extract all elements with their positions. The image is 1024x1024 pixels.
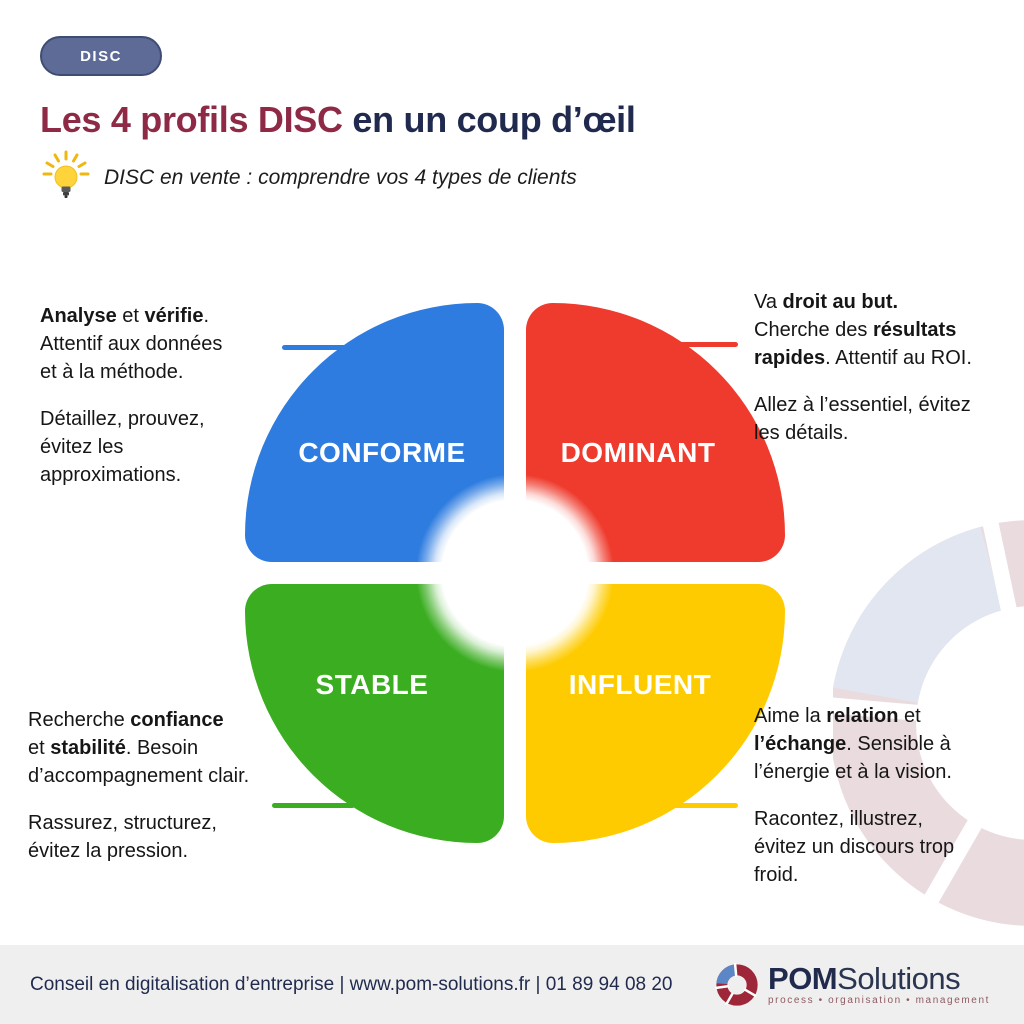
logo-text-column: POM Solutions process • organisation • m… bbox=[768, 960, 990, 1006]
stable-connector-line bbox=[272, 803, 355, 808]
conforme-connector-line bbox=[282, 345, 365, 350]
disc-quadrant-diagram: CONFORME DOMINANT STABLE INFLUENT bbox=[245, 303, 785, 843]
pom-logo-icon bbox=[715, 962, 758, 1006]
subtitle-row: DISC en vente : comprendre vos 4 types d… bbox=[42, 150, 577, 206]
dominant-connector-line bbox=[655, 342, 738, 347]
footer-contact-text: Conseil en digitalisation d’entreprise |… bbox=[30, 973, 673, 995]
page-title-rest: en un coup d’œil bbox=[342, 99, 636, 140]
disc-badge-label: DISC bbox=[80, 47, 122, 65]
logo-solutions-text: Solutions bbox=[837, 960, 961, 996]
influent-label: INFLUENT bbox=[568, 669, 712, 700]
logo-wordmark: POM Solutions bbox=[768, 960, 990, 996]
pom-solutions-logo: POM Solutions process • organisation • m… bbox=[714, 962, 990, 1008]
diagram-center-hole bbox=[415, 473, 615, 673]
dominant-label: DOMINANT bbox=[560, 437, 716, 468]
footer-bar: Conseil en digitalisation d’entreprise |… bbox=[0, 945, 1024, 1024]
subtitle: DISC en vente : comprendre vos 4 types d… bbox=[104, 166, 577, 189]
stable-label: STABLE bbox=[315, 669, 429, 700]
pom-logo-watermark bbox=[833, 515, 1024, 926]
page-title-accent: Les 4 profils DISC bbox=[40, 99, 343, 140]
influent-connector-line bbox=[655, 803, 738, 808]
logo-pom-text: POM bbox=[768, 960, 838, 996]
page-title: Les 4 profils DISC en un coup d’œil bbox=[40, 99, 636, 141]
disc-badge: DISC bbox=[40, 36, 162, 76]
logo-tagline: process • organisation • management bbox=[768, 994, 990, 1006]
lightbulb-icon bbox=[42, 150, 90, 198]
conforme-label: CONFORME bbox=[298, 437, 466, 468]
